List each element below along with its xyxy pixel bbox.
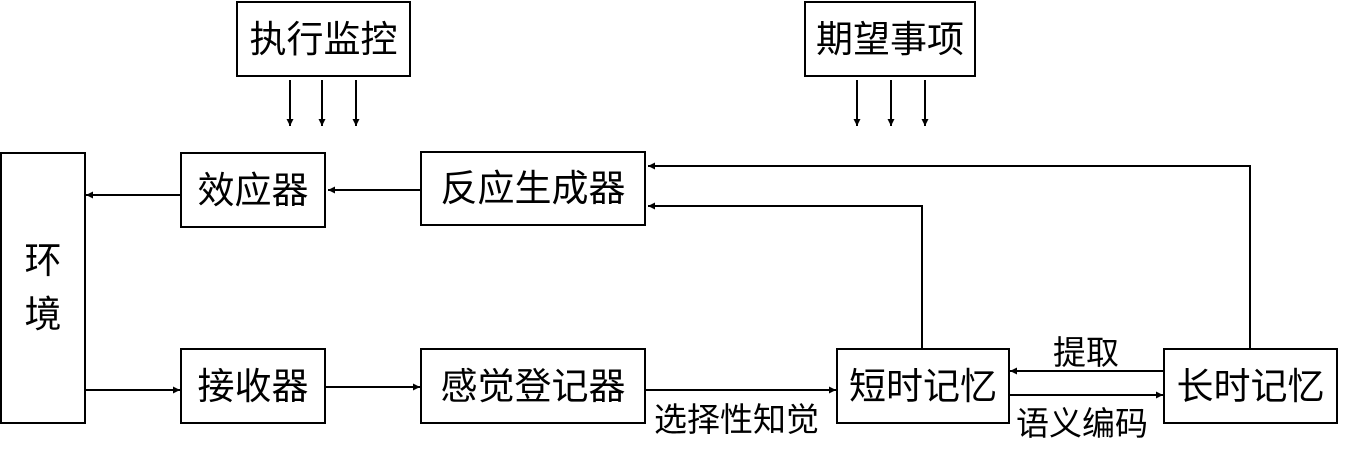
sensory-register-label: 感觉登记器 xyxy=(440,364,626,408)
effector-box: 效应器 xyxy=(180,152,326,228)
expectations-arrows xyxy=(853,80,929,126)
long-term-memory-label: 长时记忆 xyxy=(1176,364,1325,408)
short-term-memory-label: 短时记忆 xyxy=(849,364,997,408)
executive-control-label: 执行监控 xyxy=(249,17,398,61)
short-term-memory-box: 短时记忆 xyxy=(836,348,1010,424)
expectations-box: 期望事项 xyxy=(804,1,976,77)
receptor-box: 接收器 xyxy=(180,348,326,424)
response-generator-box: 反应生成器 xyxy=(420,151,646,226)
long-term-memory-box: 长时记忆 xyxy=(1163,348,1338,424)
selective-perception-label: 选择性知觉 xyxy=(654,400,819,439)
environment-box: 环 境 xyxy=(0,152,86,424)
receptor-label: 接收器 xyxy=(197,364,309,408)
retrieval-label: 提取 xyxy=(1053,333,1119,372)
environment-label-char1: 环 xyxy=(24,239,62,282)
effector-label: 效应器 xyxy=(197,168,309,212)
semantic-encoding-label: 语义编码 xyxy=(1016,404,1148,443)
executive-control-box: 执行监控 xyxy=(236,1,411,77)
executive-control-arrows xyxy=(286,80,360,126)
arrow-stm-to-response xyxy=(648,202,923,348)
expectations-label: 期望事项 xyxy=(816,17,964,61)
response-generator-label: 反应生成器 xyxy=(440,167,626,210)
arrow-ltm-to-response xyxy=(648,162,1251,348)
environment-label-char2: 境 xyxy=(24,293,62,336)
sensory-register-box: 感觉登记器 xyxy=(420,348,646,424)
